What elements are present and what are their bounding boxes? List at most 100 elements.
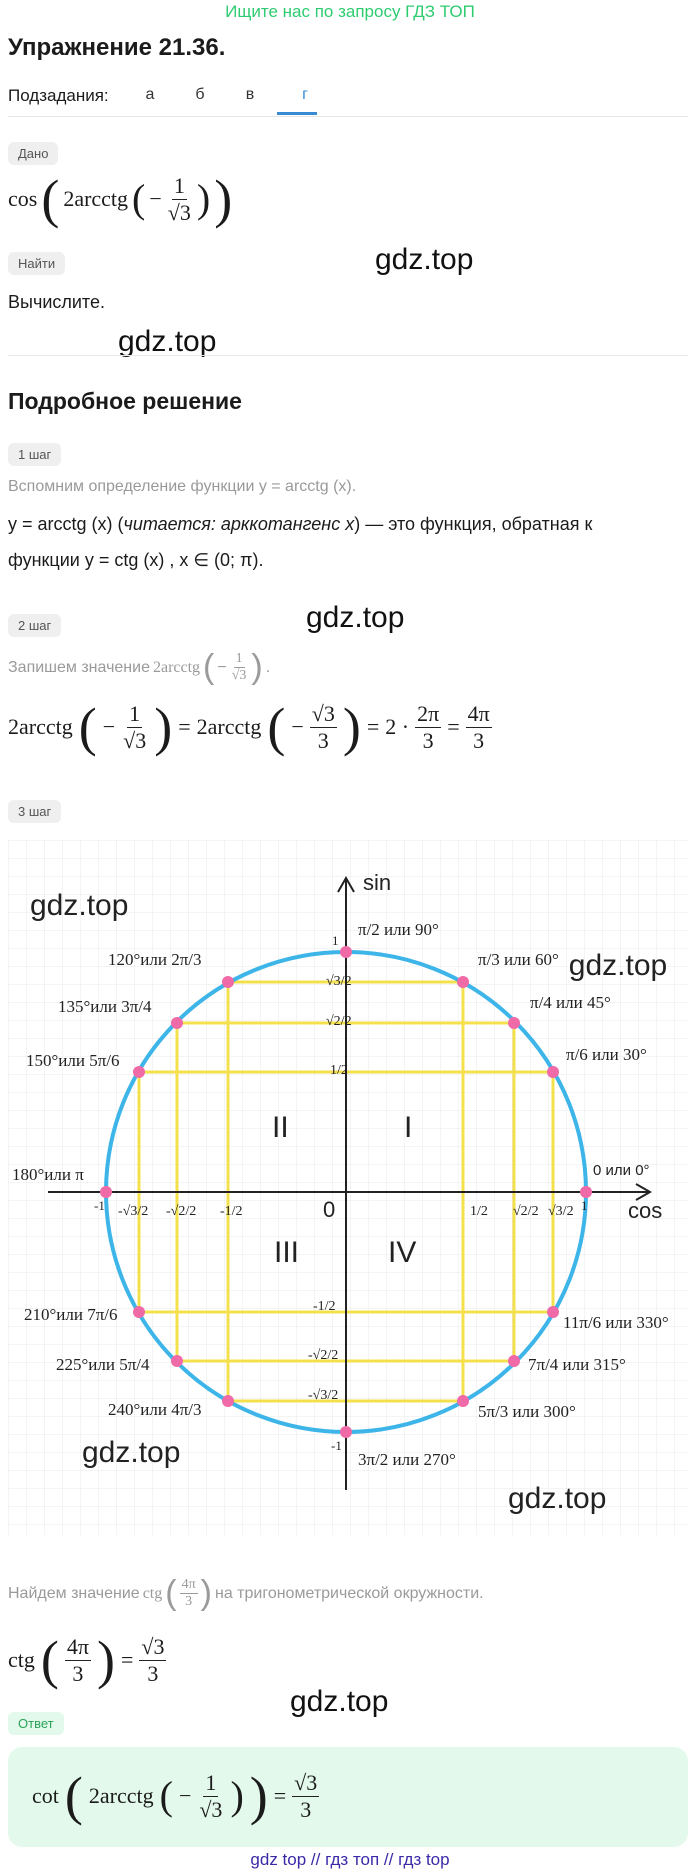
step1-gray-text: Вспомним определение функции y = arcctg …	[8, 478, 357, 495]
tab-g[interactable]: г	[302, 86, 308, 103]
paren: )	[214, 169, 233, 229]
bottom-unit-label: -1	[331, 1438, 342, 1453]
eq-frac: √3 3	[139, 1634, 167, 1686]
frac-den: 3	[185, 1594, 193, 1609]
subtasks-bar: Подзадания: а б в г	[8, 80, 688, 117]
watermark: gdz.top	[30, 889, 128, 922]
axis-value: √3/2	[548, 1204, 574, 1219]
quadrant-3: III	[274, 1236, 299, 1269]
step3-equation: ctg ( 4π 3 ) = √3 3	[8, 1630, 167, 1690]
step2-gray-prefix: Запишем значение	[8, 658, 150, 676]
solution-heading: Подробное решение	[8, 388, 242, 414]
right-unit-label: 1	[581, 1198, 588, 1213]
watermark: gdz.top	[118, 325, 217, 358]
eq-frac: 2π 3	[415, 701, 442, 753]
axis-value: 1/2	[470, 1204, 488, 1219]
paren: )	[200, 1574, 212, 1612]
axis-value: -√2/2	[308, 1348, 338, 1363]
paren: )	[96, 1630, 115, 1690]
frac-den: 3	[317, 727, 329, 753]
paren: (	[41, 169, 60, 229]
frac-num: 2π	[415, 701, 442, 728]
frac-den: √3	[231, 668, 247, 683]
eq-frac: 4π 3	[64, 1634, 91, 1686]
step2-gray-frac: 1 √3	[230, 651, 249, 684]
eq-term: 2arcctg	[88, 1783, 154, 1808]
find-text: Вычислите.	[8, 292, 105, 312]
eq-term: cot	[32, 1783, 59, 1808]
axis-value: -√3/2	[308, 1388, 338, 1403]
given-pill: Дано	[8, 142, 59, 165]
eq-minus: −	[291, 714, 304, 739]
eq-term: 2arcctg	[196, 714, 262, 739]
frac-num: 1	[127, 701, 143, 728]
eq-frac: √3 3	[292, 1770, 320, 1822]
angle-label: 240°или 4π/3	[108, 1400, 202, 1419]
angle-label: 180°или π	[12, 1165, 84, 1184]
axis-label-cos: cos	[628, 1198, 662, 1223]
frac-den: √3	[123, 727, 147, 753]
axis-value: √3/2	[326, 974, 352, 989]
frac-den: √3	[167, 199, 191, 225]
angle-label: π/6 или 30°	[566, 1045, 647, 1064]
step2-equation: 2arcctg ( − 1 √3 ) = 2arcctg ( − √3 3 ) …	[8, 700, 492, 754]
paren: (	[267, 697, 286, 757]
eq-equals: =	[273, 1783, 287, 1808]
eq-frac: 4π 3	[465, 701, 492, 753]
angle-label: 150°или 5π/6	[26, 1051, 120, 1070]
angle-label: 7π/4 или 315°	[528, 1355, 626, 1374]
paren: )	[154, 697, 173, 757]
step1-line1: y = arcctg (x) (читается: арккотангенс x…	[8, 514, 592, 535]
given-minus: −	[149, 186, 162, 211]
frac-num: √3	[139, 1634, 167, 1661]
divider	[8, 355, 688, 356]
angle-label: 5π/3 или 300°	[478, 1402, 576, 1421]
circle-points	[100, 946, 592, 1438]
footer-links[interactable]: gdz top // гдз топ // гдз top	[250, 1850, 450, 1869]
watermark: gdz.top	[82, 1436, 180, 1469]
top-banner[interactable]: Ищите нас по запросу ГДЗ ТОП	[225, 2, 475, 21]
frac-num: √3	[292, 1770, 320, 1797]
subtasks-label: Подзадания:	[8, 86, 109, 105]
eq-equals: =	[447, 714, 460, 739]
tab-a[interactable]: а	[145, 86, 155, 103]
axis-value: -1/2	[313, 1299, 336, 1314]
watermark: gdz.top	[375, 243, 474, 276]
left-unit-label: -1	[94, 1198, 105, 1213]
active-tab-indicator	[277, 112, 317, 115]
eq-frac: 1 √3	[121, 701, 148, 753]
paren: (	[132, 176, 146, 221]
eq-term: ctg	[8, 1647, 35, 1672]
watermark: gdz.top	[290, 1685, 389, 1718]
paren: )	[230, 1773, 244, 1818]
axis-value: -√3/2	[118, 1204, 148, 1219]
paren: (	[159, 1773, 173, 1818]
eq-equals: =	[366, 714, 380, 739]
step3-gray-frac: 4π 3	[179, 1577, 198, 1610]
unit-circle-diagram: sin cos 0 I II III IV 1 -1 -1 1 π/2 или …	[8, 840, 688, 1535]
origin-label: 0	[323, 1197, 335, 1222]
angle-label: π/4 или 45°	[530, 993, 611, 1012]
frac-num: 4π	[179, 1577, 198, 1594]
angle-label: 0 или 0°	[593, 1162, 650, 1179]
axis-value: √2/2	[513, 1204, 539, 1219]
eq-frac: 1 √3	[197, 1770, 224, 1822]
tab-v[interactable]: в	[245, 86, 255, 103]
frac-num: 4π	[64, 1634, 91, 1661]
answer-pill: Ответ	[8, 1712, 64, 1735]
frac-den: 3	[473, 727, 485, 753]
step1-line2: функции y = ctg (x) , x ∈ (0; π).	[8, 550, 264, 570]
step2-gray-minus: −	[217, 658, 227, 676]
angle-label: 210°или 7π/6	[24, 1305, 118, 1324]
quadrant-4: IV	[388, 1236, 416, 1269]
step3-gray-text: Найдем значение ctg ( 4π 3 ) на тригоном…	[8, 1574, 484, 1613]
find-pill: Найти	[8, 252, 66, 275]
tab-b[interactable]: б	[195, 86, 205, 103]
top-unit-label: 1	[332, 933, 339, 948]
given-arg: 2arcctg	[63, 186, 129, 211]
answer-box: cot ( 2arcctg ( − 1 √3 ) ) = √3 3	[8, 1747, 688, 1847]
step1-pill: 1 шаг	[8, 443, 62, 466]
given-func: cos	[8, 186, 38, 211]
step3-gray-func: ctg	[142, 1584, 163, 1602]
paren: (	[78, 697, 97, 757]
